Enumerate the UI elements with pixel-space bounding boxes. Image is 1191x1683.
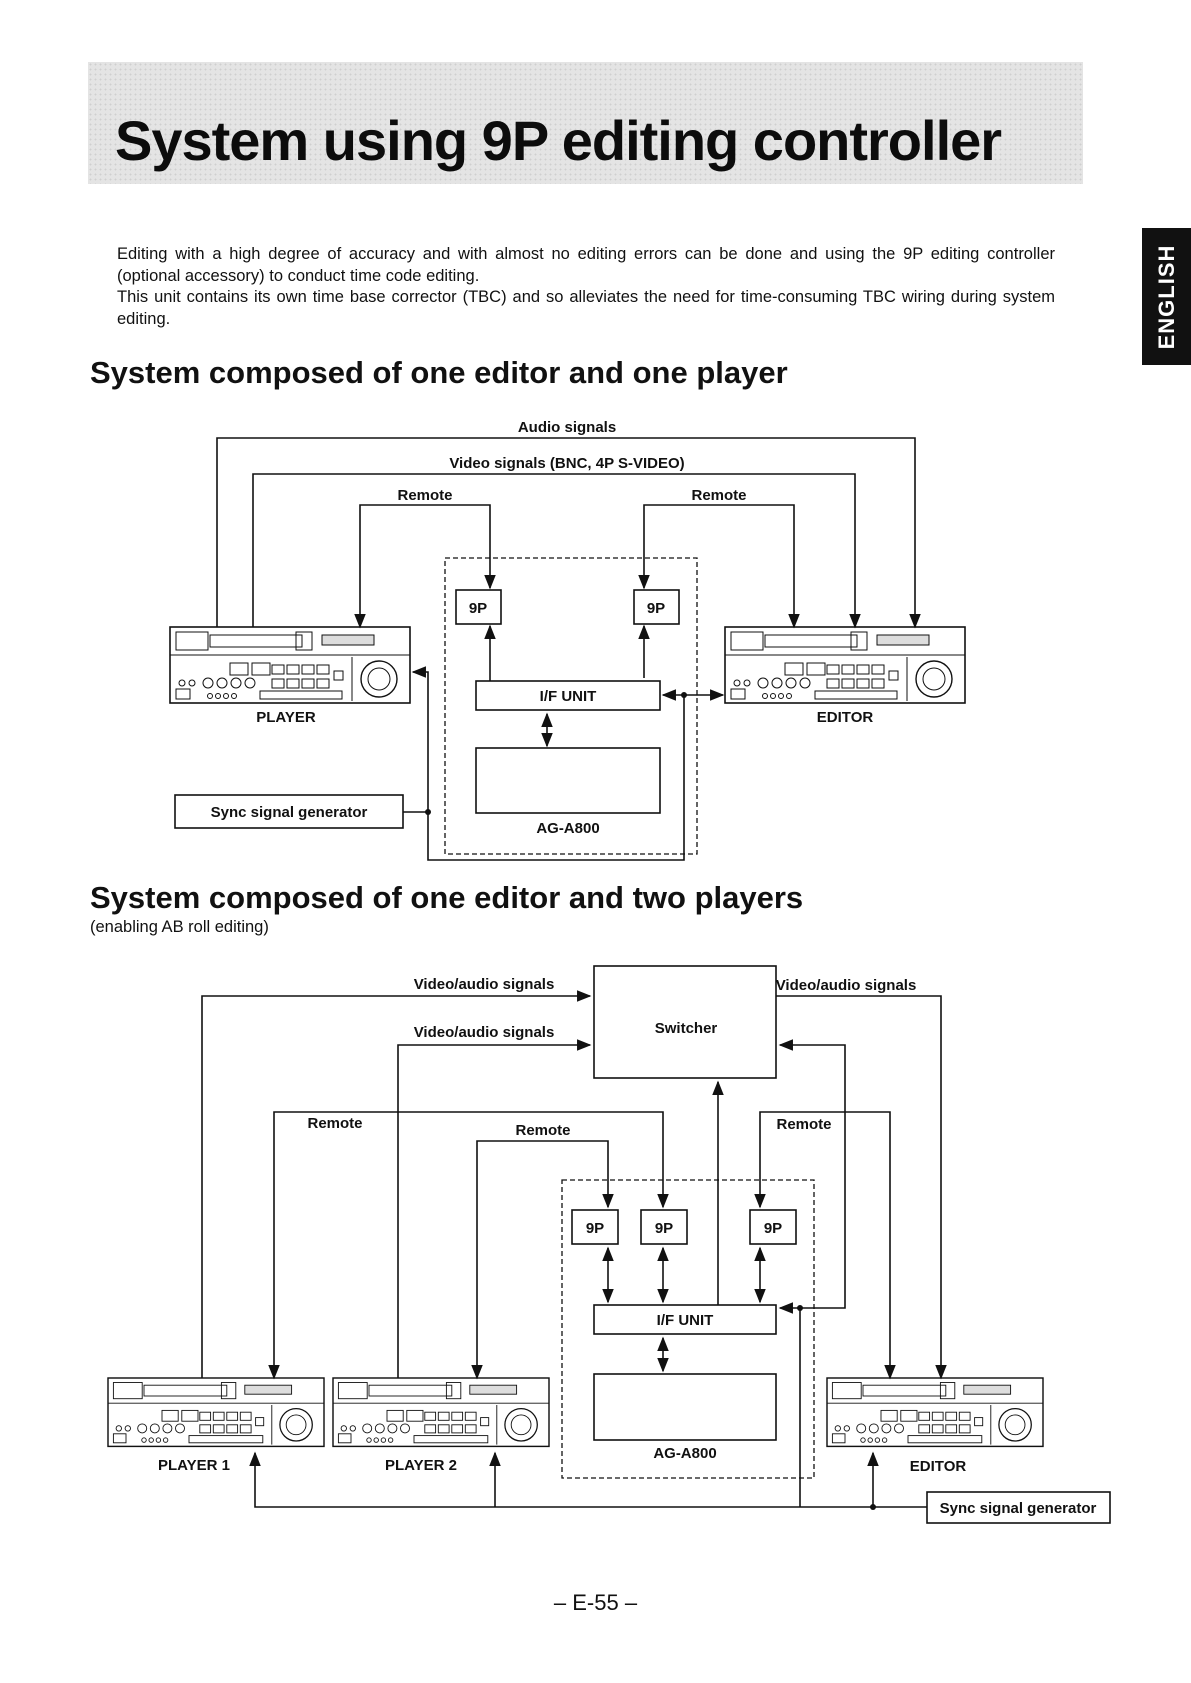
page-number: – E-55 – (553, 1590, 638, 1615)
remote-label-1: Remote (307, 1115, 362, 1132)
sync-bus-line (249, 1451, 927, 1508)
remote-line-3 (754, 1111, 896, 1380)
remote-line-right (638, 504, 800, 629)
9p-port-2 (640, 1209, 688, 1245)
if-unit-label: I/F UNIT (540, 688, 597, 705)
remote-label-right: Remote (691, 487, 746, 504)
ag-a800-box-2 (593, 1373, 777, 1441)
language-tab: ENGLISH (1142, 228, 1191, 365)
title-band (88, 62, 1083, 184)
player1-label: PLAYER 1 (158, 1457, 230, 1474)
sync-to-editor-line (427, 695, 685, 861)
player-label: PLAYER (256, 709, 316, 726)
sync-to-player-line (411, 666, 429, 812)
audio-signals-label: Audio signals (518, 419, 616, 436)
remote-line-left (354, 504, 496, 629)
switcher-box (593, 965, 777, 1079)
remote-line-2 (471, 1140, 614, 1380)
9p-port-left (455, 589, 502, 625)
section2-heading: System composed of one editor and two pl… (90, 880, 804, 915)
video-signals-label: Video signals (BNC, 4P S-VIDEO) (449, 455, 684, 472)
9p-port-1-label: 9P (586, 1220, 604, 1237)
editor-label: EDITOR (817, 709, 874, 726)
sync-generator-box-2 (926, 1491, 1111, 1524)
if-unit-box-2 (593, 1304, 777, 1335)
audio-signals-line (216, 437, 921, 629)
switcher-label: Switcher (655, 1020, 718, 1037)
va-signal-line-2 (397, 1039, 592, 1378)
player2-vcr-icon (332, 1377, 550, 1448)
sync-generator-label-1: Sync signal generator (211, 804, 368, 821)
va-signal-label-3: Video/audio signals (776, 977, 917, 994)
player1-vcr-icon (107, 1377, 325, 1448)
section1-heading: System composed of one editor and one pl… (90, 355, 788, 390)
if-unit-label-2: I/F UNIT (657, 1312, 714, 1329)
ag-a800-label-2: AG-A800 (653, 1445, 716, 1462)
player-vcr-icon (169, 626, 411, 704)
intro-text: Editing with a high degree of accuracy a… (117, 244, 1055, 330)
intro-paragraph: Editing with a high degree of accuracy a… (117, 245, 1055, 285)
editor2-label: EDITOR (910, 1458, 967, 1475)
9p-port-3 (749, 1209, 797, 1245)
9p-port-1 (571, 1209, 619, 1245)
editor-vcr-icon (724, 626, 966, 704)
intro-paragraph: This unit contains its own time base cor… (117, 288, 1055, 328)
editor2-vcr-icon (826, 1377, 1044, 1448)
9p-port-3-label: 9P (764, 1220, 782, 1237)
9p-port-2-label: 9P (655, 1220, 673, 1237)
ag-a800-box (475, 747, 661, 814)
remote-line-1 (268, 1111, 669, 1380)
9p-port-left-label: 9P (469, 600, 487, 617)
va-signal-line-1 (201, 990, 592, 1378)
editor-switcher-link (778, 1039, 846, 1309)
player2-label: PLAYER 2 (385, 1457, 457, 1474)
va-signal-line-3 (776, 995, 947, 1380)
ag-a800-enclosure (444, 557, 698, 855)
9p-port-right-label: 9P (647, 600, 665, 617)
remote-label-2: Remote (515, 1122, 570, 1139)
remote-label-left: Remote (397, 487, 452, 504)
remote-label-3: Remote (776, 1116, 831, 1133)
va-signal-label-2: Video/audio signals (414, 1024, 555, 1041)
page-title: System using 9P editing controller (115, 109, 1002, 172)
video-signals-line (252, 473, 861, 629)
section2-subheading: (enabling AB roll editing) (90, 918, 269, 936)
va-signal-label-1: Video/audio signals (414, 976, 555, 993)
sync-generator-label-2: Sync signal generator (940, 1500, 1097, 1517)
ag-a800-label: AG-A800 (536, 820, 599, 837)
9p-port-right (633, 589, 680, 625)
if-unit-box (475, 680, 661, 711)
